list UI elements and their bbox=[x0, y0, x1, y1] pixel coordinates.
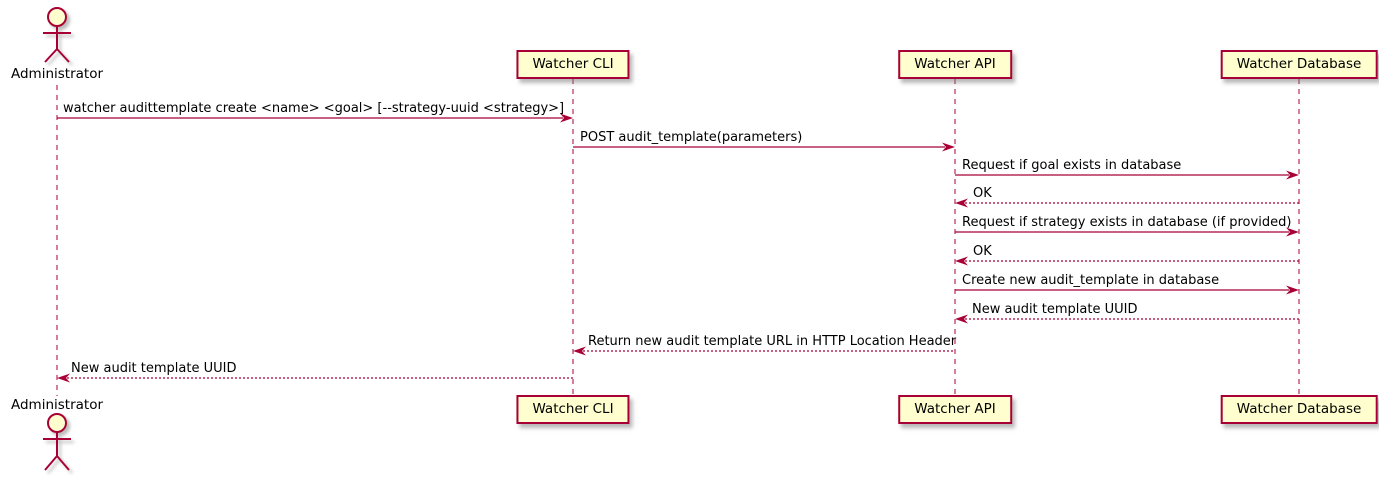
arrowhead-right bbox=[1286, 285, 1299, 295]
arrowhead-right bbox=[1286, 227, 1299, 237]
actor-leg-right bbox=[56, 455, 70, 471]
arrowhead-left bbox=[57, 373, 70, 383]
actor-head bbox=[47, 7, 67, 27]
message-label-6: OK bbox=[973, 244, 992, 259]
actor-label-administrator-top: Administrator bbox=[10, 66, 104, 82]
message-label-8: New audit template UUID bbox=[972, 302, 1138, 317]
message-label-1: watcher audittemplate create <name> <goa… bbox=[63, 101, 565, 116]
arrowhead-right bbox=[1286, 170, 1299, 180]
participant-box-watcher-cli-top: Watcher CLI bbox=[516, 50, 630, 79]
arrowhead-left bbox=[573, 346, 586, 356]
participant-box-watcher-api-top: Watcher API bbox=[898, 50, 1012, 79]
message-label-9: Return new audit template URL in HTTP Lo… bbox=[588, 334, 957, 349]
arrowhead-right bbox=[942, 142, 955, 152]
message-label-7: Create new audit_template in database bbox=[962, 273, 1220, 288]
actor-figure-bottom bbox=[43, 413, 71, 471]
message-label-2: POST audit_template(parameters) bbox=[580, 130, 803, 145]
message-label-4: OK bbox=[973, 186, 992, 201]
actor-leg-right bbox=[56, 48, 70, 63]
actor-figure-top bbox=[43, 7, 71, 63]
participant-box-watcher-database-top: Watcher Database bbox=[1220, 50, 1378, 79]
participant-box-watcher-database-bottom: Watcher Database bbox=[1220, 395, 1378, 424]
actor-label-administrator-bottom: Administrator bbox=[10, 397, 104, 413]
actor-head bbox=[47, 413, 67, 433]
participant-box-watcher-api-bottom: Watcher API bbox=[898, 395, 1012, 424]
message-label-10: New audit template UUID bbox=[71, 361, 237, 376]
arrowhead-left bbox=[955, 256, 968, 266]
message-label-5: Request if strategy exists in database (… bbox=[962, 215, 1292, 230]
arrowhead-right bbox=[560, 113, 573, 123]
participant-box-watcher-cli-bottom: Watcher CLI bbox=[516, 395, 630, 424]
message-label-3: Request if goal exists in database bbox=[962, 158, 1182, 173]
arrowhead-left bbox=[955, 314, 968, 324]
arrowhead-left bbox=[955, 198, 968, 208]
actor-leg-left bbox=[44, 455, 58, 471]
actor-leg-left bbox=[44, 48, 58, 63]
